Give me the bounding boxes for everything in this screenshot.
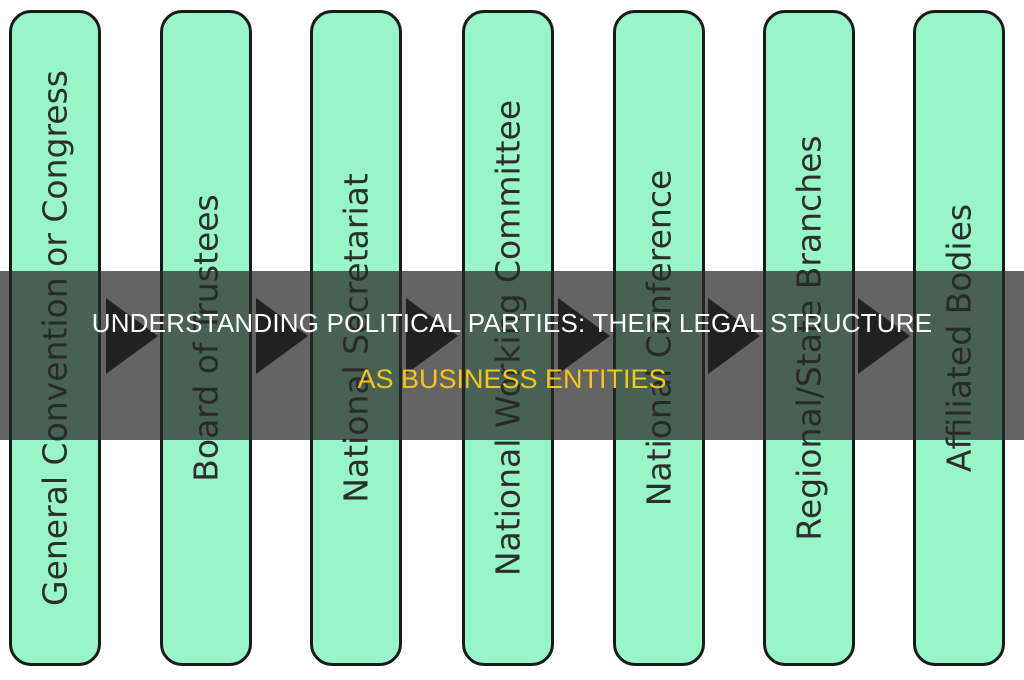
title-line-2: AS BUSINESS ENTITIES bbox=[357, 364, 667, 394]
title-line-1: UNDERSTANDING POLITICAL PARTIES: THEIR L… bbox=[91, 308, 933, 338]
title-overlay-band bbox=[0, 271, 1024, 440]
